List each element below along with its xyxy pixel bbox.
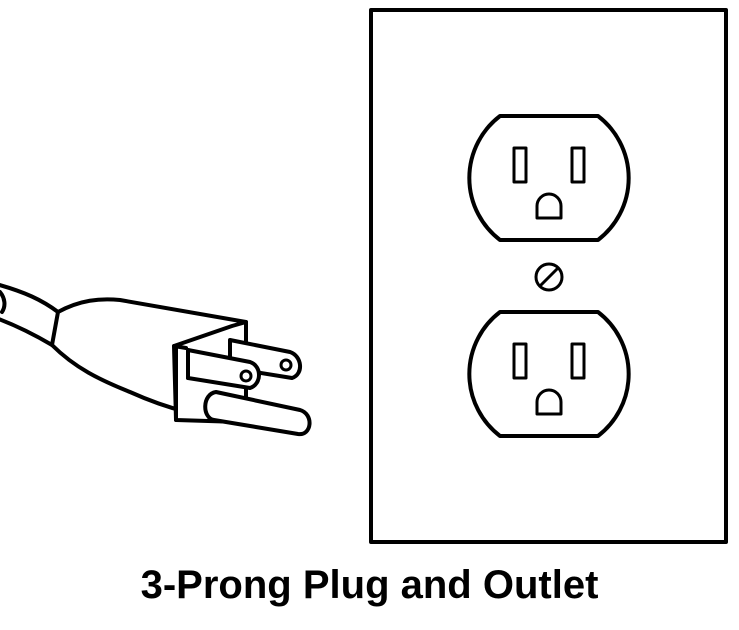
- receptacle-upper-ground-hole: [535, 192, 563, 220]
- receptacle-upper-slot-left: [512, 146, 528, 184]
- power-cord: [0, 283, 60, 347]
- three-prong-plug-icon: [0, 283, 312, 437]
- receptacle-lower-ground-hole: [535, 388, 563, 416]
- plug-face-bevel: [172, 344, 188, 422]
- receptacle-lower-slot-right: [570, 342, 586, 380]
- plug-prong-middle: [186, 348, 261, 390]
- outlet-screw-icon: [534, 262, 564, 292]
- duplex-outlet-icon: [369, 8, 728, 544]
- plug-and-outlet-illustration: [0, 8, 728, 544]
- receptacle-upper-slot-right: [570, 146, 586, 184]
- plug-prong-ground: [203, 390, 312, 437]
- receptacle-upper: [467, 114, 631, 242]
- receptacle-lower: [467, 310, 631, 438]
- receptacle-lower-slot-left: [512, 342, 528, 380]
- figure-caption: 3-Prong Plug and Outlet: [140, 563, 599, 607]
